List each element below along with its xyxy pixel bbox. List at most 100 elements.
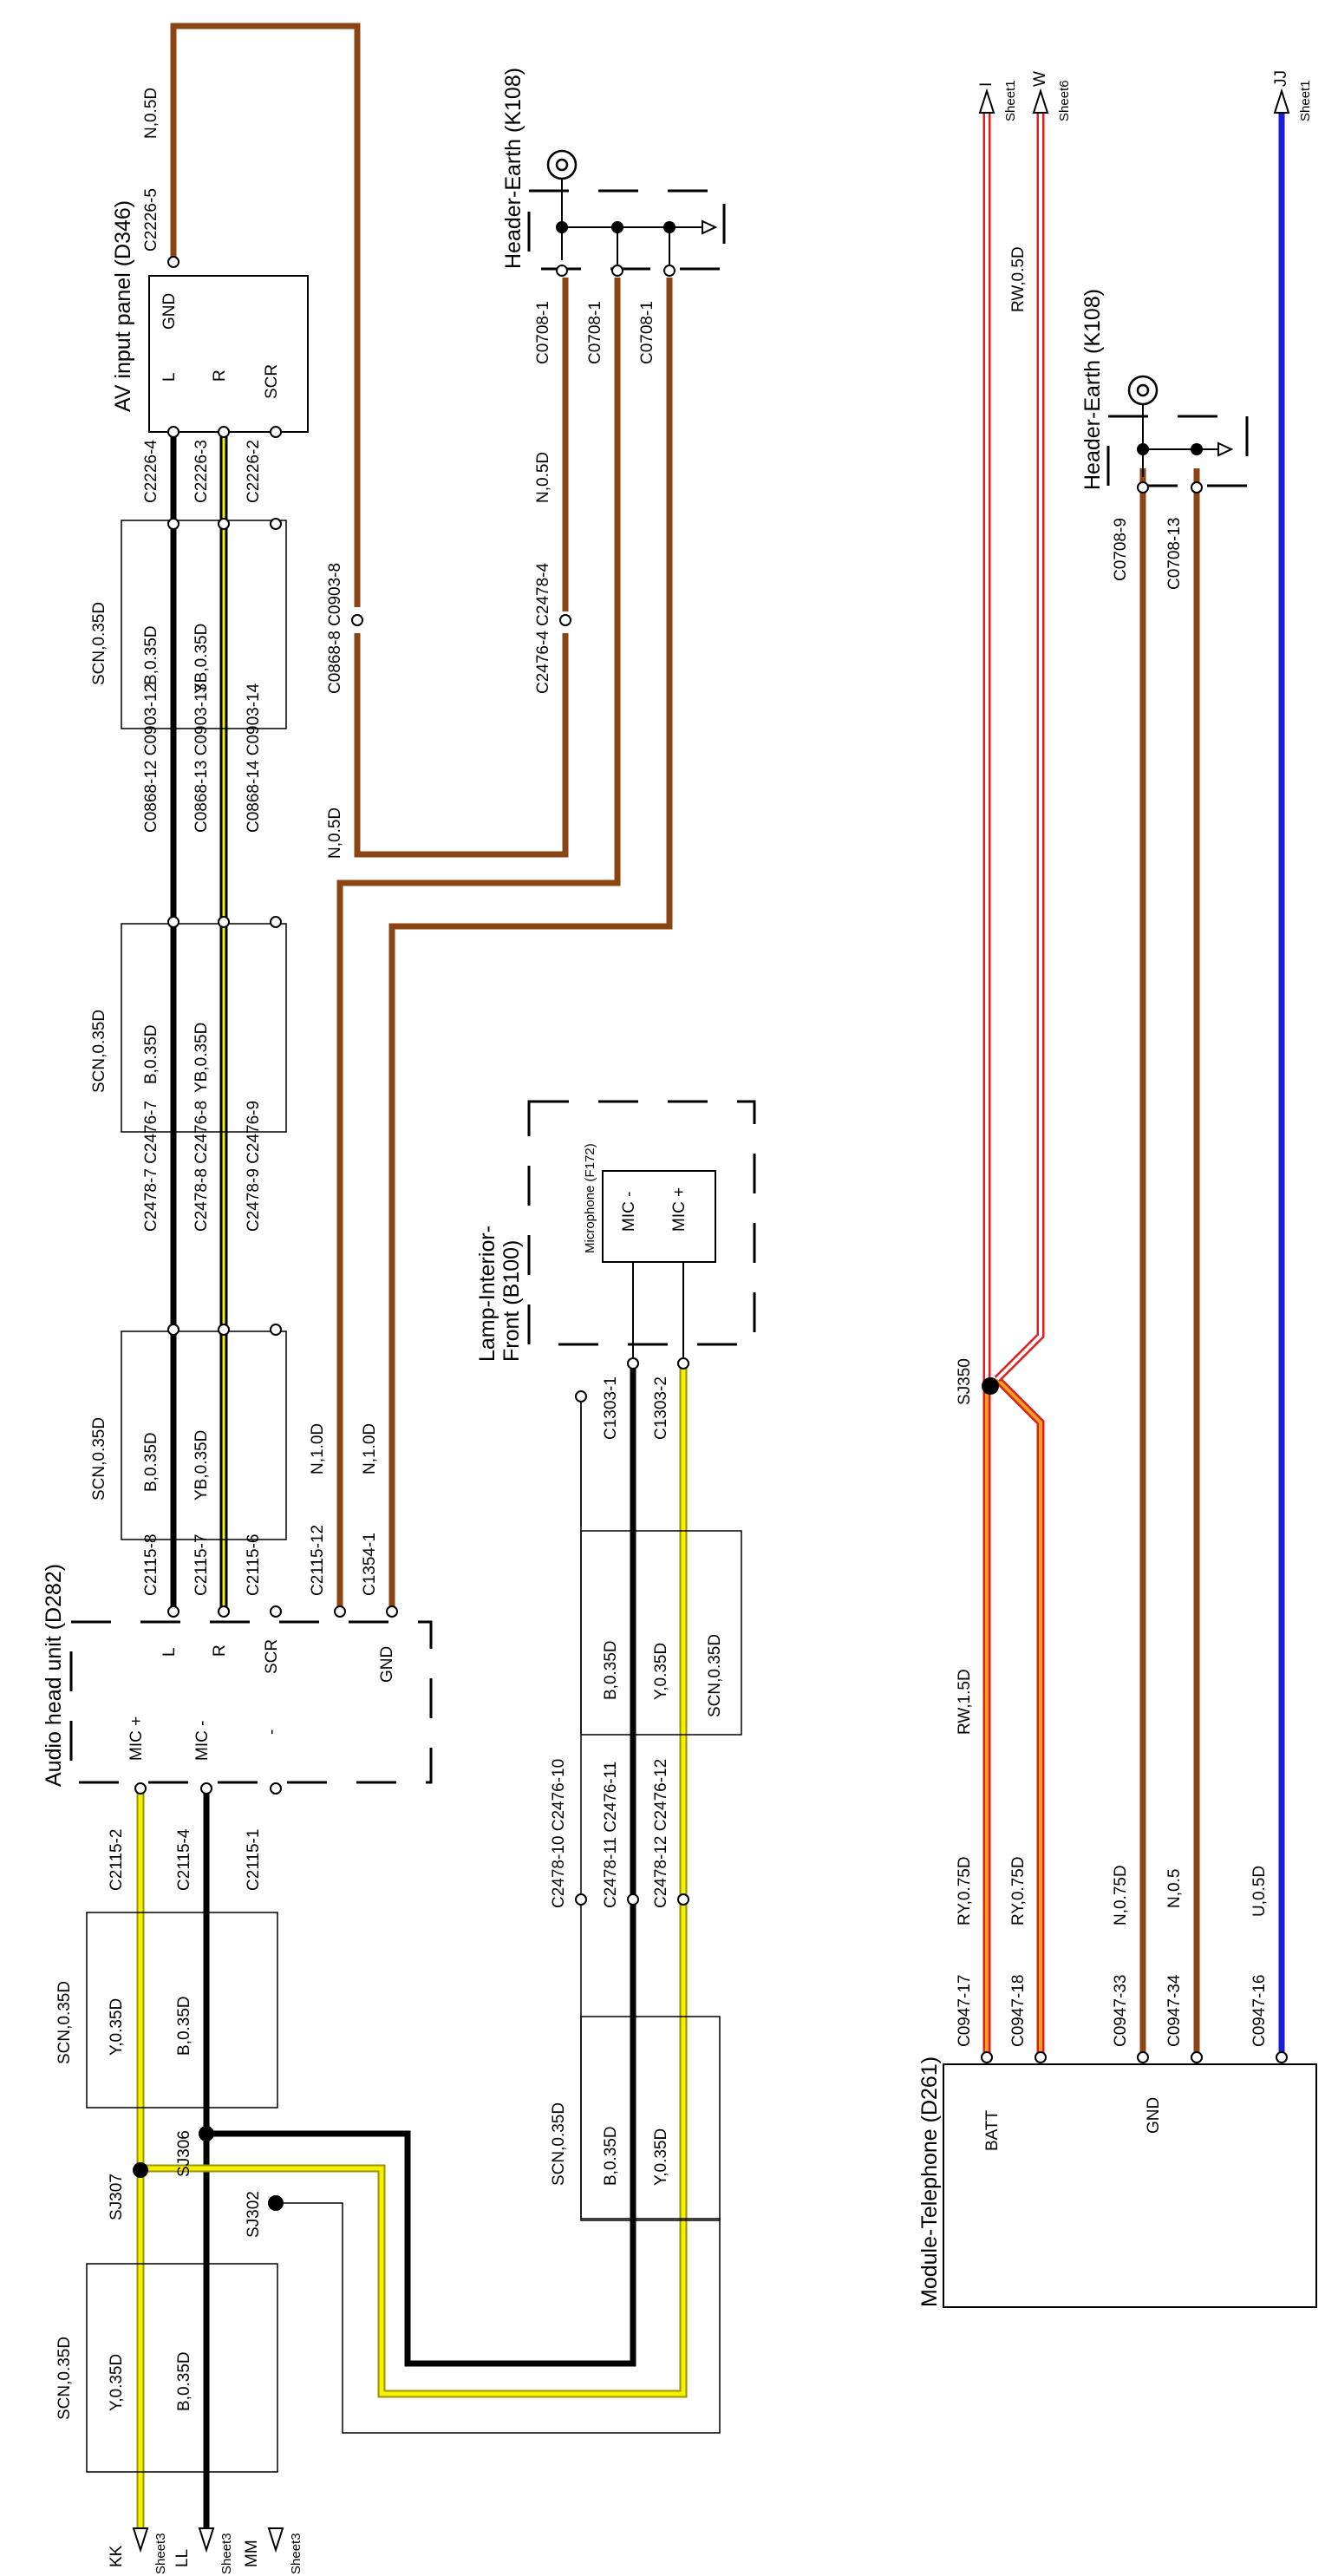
offpage-w: W: [1031, 71, 1049, 87]
conn-c2115-6: C2115-6: [245, 1534, 263, 1596]
title-header-earth-top: Header-Earth (K108): [501, 68, 525, 269]
conn-c0947-33: C0947-33: [1112, 1975, 1130, 2047]
conn-c2115-12: C2115-12: [309, 1525, 327, 1596]
arrow-mm: [267, 2527, 284, 2553]
pin-av-r: R: [211, 369, 229, 382]
module-telephone-box: [943, 2063, 1317, 2308]
connector-pin: [218, 426, 230, 438]
spec-b-3: B,0.35D: [142, 1432, 160, 1492]
conn-c1303-2: C1303-2: [652, 1376, 670, 1440]
conn-c0947-34: C0947-34: [1165, 1974, 1184, 2047]
spec-scn-1: SCN,0.35D: [90, 602, 108, 685]
connector-pin: [270, 426, 282, 438]
connector-pin: [218, 1605, 230, 1618]
offpage-kk: KK: [108, 2545, 126, 2567]
connector-pin: [270, 1324, 282, 1336]
shield-box: [86, 2263, 278, 2473]
connector-pin: [167, 426, 179, 438]
wire-c1354-1: [388, 278, 673, 1609]
splice-sj307-dot: [133, 2162, 148, 2178]
offpage-mm: MM: [243, 2540, 261, 2567]
connector-pin: [167, 916, 179, 928]
microphone-box: [602, 1170, 716, 1263]
splice-sj350-dot: [982, 1377, 999, 1395]
spec-y-mic: Y,0.35D: [652, 1643, 670, 1700]
pin-av-gnd: GND: [160, 293, 179, 330]
conn-c0947-16: C0947-16: [1250, 1975, 1269, 2047]
wire-batt-18-core: [995, 1377, 1042, 2056]
connector-pin: [677, 1357, 689, 1370]
spec-yb-3: YB,0.35D: [193, 1430, 211, 1500]
conn-c2226-3: C2226-3: [193, 440, 211, 503]
pin-ahu-mic-plus: MIC +: [127, 1716, 146, 1761]
offpage-jj-sheet: Sheet1: [1298, 80, 1313, 121]
spec-scn-6: SCN,0.35D: [550, 2102, 568, 2186]
spec-b-6: B,0.35D: [602, 2126, 620, 2186]
wire-sj307-route-core: [140, 1362, 686, 2396]
offpage-w-sheet: Sheet6: [1057, 80, 1072, 121]
connector-pin: [270, 1605, 282, 1618]
spec-scn-mic: SCN,0.35D: [706, 1634, 724, 1717]
offpage-ll-sheet: Sheet3: [219, 2533, 234, 2574]
connector-pin: [1191, 481, 1203, 494]
connector-pin: [218, 518, 230, 530]
conn-c0947-17: C0947-17: [956, 1975, 974, 2047]
lamp-interior-box: [527, 1100, 756, 1346]
conn-c0708-1c: C0708-1: [638, 301, 656, 364]
shield-box: [121, 923, 287, 1133]
arrow-kk: [132, 2527, 149, 2553]
offpage-kk-sheet: Sheet3: [153, 2533, 168, 2574]
conn-c2478-10: C2478-10 C2476-10: [550, 1759, 568, 1908]
connector-pin: [200, 1782, 212, 1795]
splice-sj302: SJ302: [245, 2191, 263, 2238]
connector-pin: [270, 1782, 282, 1795]
wire-av-ground: [170, 23, 361, 607]
connector-pin: [1191, 2051, 1203, 2063]
shield-box: [580, 1530, 742, 1736]
title-microphone: Microphone (F172): [583, 1143, 597, 1253]
spec-n10-1: N,1.0D: [309, 1423, 327, 1474]
pin-ahu-mic-minus: MIC -: [193, 1721, 212, 1761]
wire-rw-w-core: [995, 113, 1042, 1381]
conn-c2115-8: C2115-8: [142, 1534, 160, 1596]
pin-ahu-scr: SCR: [263, 1639, 281, 1674]
conn-c2115-4: C2115-4: [175, 1828, 193, 1891]
pin-tel-gnd: GND: [1145, 2097, 1163, 2134]
connector-pin: [575, 1893, 587, 1906]
conn-c2115-7: C2115-7: [193, 1534, 211, 1596]
conn-c2226-5: C2226-5: [142, 188, 160, 252]
spec-y-4: Y,0.35D: [108, 1998, 126, 2056]
conn-c2115-1: C2115-1: [245, 1829, 263, 1891]
arrow-ll: [198, 2527, 215, 2553]
conn-c0868-12: C0868-12 C0903-12: [142, 683, 160, 833]
connector-pin: [1137, 481, 1149, 494]
spec-ry-18: RY,0.75D: [1009, 1856, 1028, 1925]
conn-c2476-4: C2476-4 C2478-4: [534, 563, 552, 694]
shield-box: [580, 2016, 721, 2221]
pin-av-l: L: [160, 372, 179, 382]
spec-rw-15: RW,1.5D: [956, 1669, 974, 1735]
conn-c0868-8: C0868-8 C0903-8: [326, 563, 344, 694]
conn-c2478-7: C2478-7 C2476-7: [142, 1101, 160, 1232]
connector-pin: [270, 518, 282, 530]
header-earth-right-box: [1106, 415, 1249, 487]
conn-c0708-1b: C0708-1: [586, 301, 604, 364]
spec-n05-mid: N,0.5D: [326, 807, 344, 859]
spec-n075: N,0.75D: [1112, 1865, 1130, 1925]
conn-c0947-18: C0947-18: [1009, 1975, 1028, 2047]
connector-pin: [981, 2051, 993, 2063]
connector-pin: [1137, 2051, 1149, 2063]
spec-y-5: Y,0.35D: [108, 2354, 126, 2411]
title-lamp-interior-2: Front (B100): [499, 1240, 524, 1362]
spec-rw-05: RW,0.5D: [1009, 246, 1028, 312]
pin-ahu-gnd: GND: [378, 1646, 396, 1683]
spec-yb-2: YB,0.35D: [193, 1023, 211, 1093]
conn-c2478-11: C2478-11 C2476-11: [602, 1762, 620, 1908]
conn-c0708-13: C0708-13: [1165, 518, 1184, 590]
spec-scn-4: SCN,0.35D: [55, 1981, 74, 2064]
connector-pin: [270, 916, 282, 928]
arrow-i: [978, 88, 995, 114]
shield-box: [121, 1330, 287, 1540]
pin-mic-plus: MIC +: [670, 1187, 689, 1232]
